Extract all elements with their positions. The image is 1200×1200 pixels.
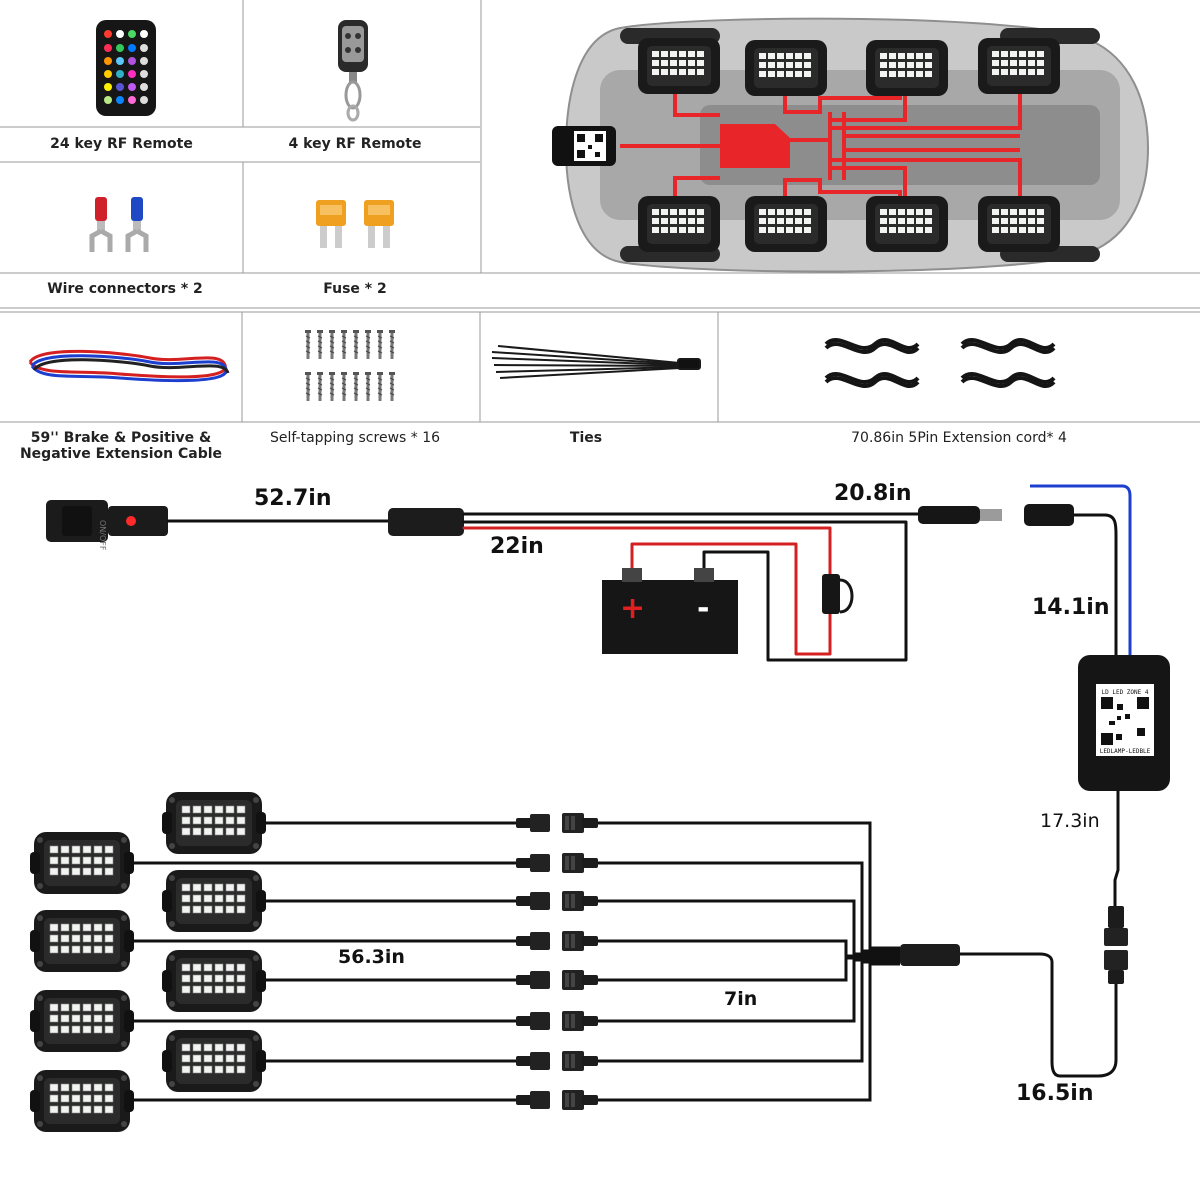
label-remote-24-key: 24 key RF Remote <box>50 136 193 152</box>
label-fuse: Fuse * 2 <box>323 281 387 297</box>
battery-plus-label: + <box>620 591 645 626</box>
dim-battery-lead: 22in <box>490 534 544 559</box>
light-cables <box>130 821 516 1102</box>
power-splitter <box>388 508 464 536</box>
controller-input-black <box>1074 513 1118 660</box>
extension-cable-icon <box>28 349 230 383</box>
rock-light-pods <box>29 791 267 1133</box>
car-underbody-diagram <box>552 17 1150 273</box>
on-off-switch <box>46 500 168 542</box>
wire-connectors-icon <box>89 197 149 252</box>
dim-light-cable: 56.3in <box>338 946 405 968</box>
battery-icon <box>602 568 738 654</box>
extension-cords-icon <box>824 337 1056 389</box>
label-screws: Self-tapping screws * 16 <box>269 430 441 446</box>
dim-main-cable: 16.5in <box>1016 1081 1094 1106</box>
battery-minus-label: - <box>697 591 709 626</box>
dim-controller-in: 14.1in <box>1032 595 1110 620</box>
light-splitter <box>900 944 960 966</box>
cable-ties-icon <box>491 345 701 379</box>
label-wire-connectors: Wire connectors * 2 <box>47 281 203 297</box>
splitter-fanout <box>590 821 900 1102</box>
dim-power-out: 20.8in <box>834 481 912 506</box>
connector-pairs <box>516 813 598 1110</box>
main-cable <box>960 952 1118 1078</box>
battery-positive-wire <box>462 526 832 656</box>
parts-grid <box>0 0 1200 423</box>
dim-switch-lead: 52.7in <box>254 486 332 511</box>
remote-4-key-icon <box>338 20 368 122</box>
inline-fuse-holder <box>822 574 854 614</box>
dc-plug-female <box>1024 504 1074 526</box>
label-extension-cable: 59'' Brake & Positive & Negative Extensi… <box>19 430 223 462</box>
controller-input-blue <box>1030 484 1132 660</box>
label-extension-cord: 70.86in 5Pin Extension cord* 4 <box>851 430 1067 446</box>
controller-output-cable <box>1113 791 1120 910</box>
battery-negative-wire <box>462 520 908 662</box>
switch-label: ON/OFF <box>98 520 107 551</box>
controller-output-connector <box>1104 906 1128 984</box>
dim-splitter-lead: 7in <box>724 988 758 1010</box>
dc-plug-male <box>918 506 1002 524</box>
dim-controller-out: 17.3in <box>1040 810 1100 832</box>
controller-box <box>1078 655 1170 791</box>
controller-header-text: LD LED ZONE 4 <box>1102 689 1149 696</box>
label-remote-4-key: 4 key RF Remote <box>288 136 422 152</box>
controller-footer-text: LEDLAMP-LEDBLE <box>1100 748 1151 755</box>
label-ties: Ties <box>569 430 603 446</box>
screws-icon <box>304 329 396 402</box>
remote-24-key-icon <box>96 20 156 116</box>
fuse-icon <box>316 200 394 248</box>
